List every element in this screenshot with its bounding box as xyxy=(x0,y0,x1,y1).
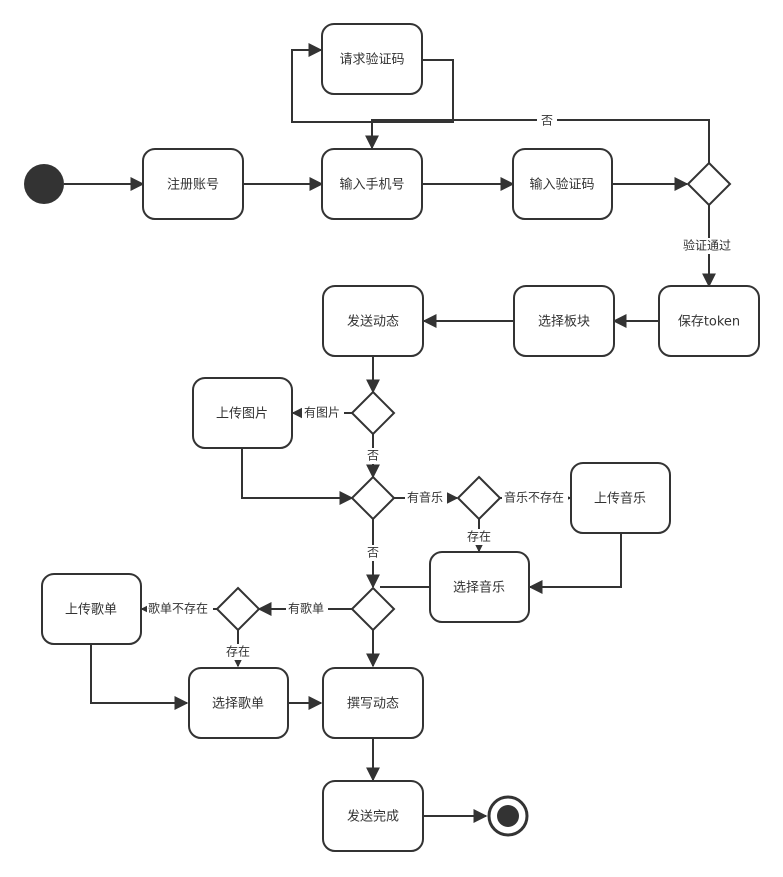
decision-has-playlist xyxy=(350,586,396,632)
edge-labels: 否 验证通过 有图片 否 有音乐 音乐不存在 存在 否 有歌单 歌单不存在 存在 xyxy=(147,113,738,660)
svg-text:选择音乐: 选择音乐 xyxy=(453,580,505,596)
edge-upload-choose-music xyxy=(528,532,622,594)
svg-text:上传图片: 上传图片 xyxy=(216,407,268,422)
node-choose-board: 选择板块 xyxy=(513,285,615,357)
label-music-no: 否 xyxy=(367,546,379,560)
edge-phone-request xyxy=(291,43,454,123)
label-has-music: 有音乐 xyxy=(407,490,443,505)
node-upload-image: 上传图片 xyxy=(192,377,293,449)
svg-text:输入手机号: 输入手机号 xyxy=(339,177,404,193)
label-has-playlist: 有歌单 xyxy=(288,601,324,616)
svg-text:选择歌单: 选择歌单 xyxy=(212,697,264,712)
node-choose-music: 选择音乐 xyxy=(429,551,530,623)
node-input-code: 输入验证码 xyxy=(512,148,613,220)
decision-verify xyxy=(686,161,732,207)
decision-has-music xyxy=(350,475,396,521)
node-choose-playlist: 选择歌单 xyxy=(188,667,289,739)
label-music-not-exist: 音乐不存在 xyxy=(504,490,564,505)
label-verify-no: 否 xyxy=(541,114,553,128)
svg-text:选择板块: 选择板块 xyxy=(538,315,590,330)
edge-image-d2 xyxy=(241,448,354,505)
node-input-phone: 输入手机号 xyxy=(321,148,423,220)
node-register: 注册账号 xyxy=(142,148,244,220)
label-has-image: 有图片 xyxy=(304,406,340,420)
edge-upload-choose-playlist xyxy=(90,643,189,710)
label-verify-pass: 验证通过 xyxy=(683,238,731,253)
decision-playlist-exists xyxy=(215,586,261,632)
label-playlist-not-exist: 歌单不存在 xyxy=(148,601,208,616)
svg-text:上传歌单: 上传歌单 xyxy=(65,603,117,618)
node-send-done: 发送完成 xyxy=(322,780,424,852)
decision-music-exists xyxy=(456,475,502,521)
start-node xyxy=(24,164,64,204)
svg-text:发送完成: 发送完成 xyxy=(347,809,399,825)
node-upload-playlist: 上传歌单 xyxy=(41,573,142,645)
node-send-post: 发送动态 xyxy=(322,285,424,357)
label-playlist-exist: 存在 xyxy=(226,645,250,659)
node-save-token: 保存token xyxy=(658,285,760,357)
svg-text:撰写动态: 撰写动态 xyxy=(347,697,399,712)
node-write-post: 撰写动态 xyxy=(322,667,424,739)
svg-text:发送动态: 发送动态 xyxy=(347,314,399,330)
label-music-exist: 存在 xyxy=(467,530,491,544)
svg-text:保存token: 保存token xyxy=(678,315,740,330)
svg-text:输入验证码: 输入验证码 xyxy=(529,177,594,193)
svg-text:注册账号: 注册账号 xyxy=(167,178,219,193)
node-request-code: 请求验证码 xyxy=(321,23,423,95)
end-node xyxy=(487,795,529,837)
decision-has-image xyxy=(350,390,396,436)
svg-text:上传音乐: 上传音乐 xyxy=(594,491,646,507)
node-upload-music: 上传音乐 xyxy=(570,462,671,534)
svg-text:请求验证码: 请求验证码 xyxy=(339,52,404,68)
label-image-no: 否 xyxy=(367,449,379,463)
